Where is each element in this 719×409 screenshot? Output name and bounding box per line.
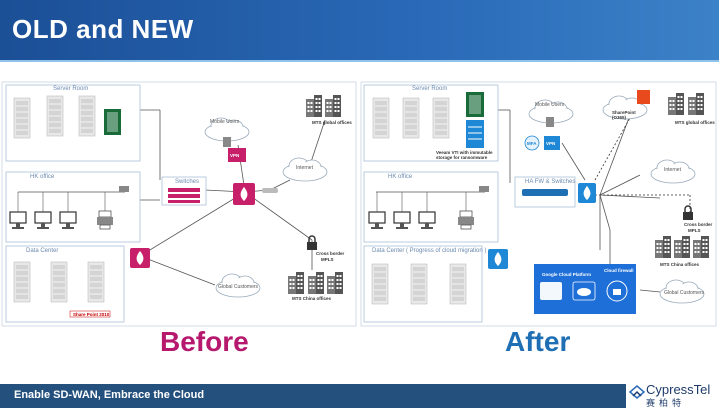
logo-subtext: 赛柏特 [646, 398, 686, 408]
before-data-center-label: Data Center [26, 248, 59, 254]
before-server-room-label: Server Room [53, 86, 89, 92]
sharepoint-label: SharePoint (O365) [612, 110, 636, 120]
after-caption: After [505, 326, 571, 357]
after-data-center-label: Data Center ( Progress of cloud migratio… [372, 248, 487, 254]
footer-text: Enable SD-WAN, Embrace the Cloud [14, 389, 205, 401]
after-internet-label: Internet [664, 167, 681, 173]
veeam-label: Veeam VTI with immutable storage for ran… [436, 150, 493, 160]
title-underline [0, 60, 719, 62]
before-mpls-label: MPLS [321, 257, 334, 262]
after-vpn-icon [544, 136, 560, 150]
logo-text: CypressTel [646, 382, 711, 397]
mfa-label: MFA [527, 141, 537, 146]
before-mobile-users-label: Mobile Users [210, 119, 240, 125]
before-cross-border-label: Cross border [316, 251, 345, 256]
after-mts-global-label: MTS global offices [675, 120, 715, 125]
after-mts-china-label: MTS China offices [660, 262, 700, 267]
before-vpn-icon [228, 148, 246, 162]
title-bar: OLD and NEW [0, 0, 719, 62]
footer-bar: Enable SD-WAN, Embrace the Cloud [0, 384, 719, 408]
before-switches-label: Switches [175, 179, 200, 185]
office365-icon [637, 90, 650, 104]
before-router-icon [119, 186, 129, 192]
after-vpn-label: VPN [546, 141, 556, 146]
mfa-icon [524, 135, 540, 151]
after-mobile-users-label: Mobile Users [535, 102, 565, 108]
google-cloud-label: Google Cloud Platform [542, 272, 591, 277]
before-mts-global-label: MTS global offices [312, 120, 352, 125]
after-hk-office-label: HK office [388, 174, 413, 180]
after-mpls-label: MPLS [688, 228, 701, 233]
after-server-room-label: Server Room [412, 86, 448, 92]
company-logo: CypressTel 赛柏特 [626, 380, 719, 408]
logo-mark-icon [628, 385, 646, 399]
slide-title: OLD and NEW [12, 14, 194, 44]
before-caption: Before [160, 326, 249, 357]
ha-fw-label: HA FW & Switches [525, 179, 576, 185]
cloud-firewall-label: Cloud firewall [604, 268, 634, 273]
veeam-storage-icon [466, 120, 484, 148]
before-hk-office-box [5, 171, 141, 243]
before-internet-label: Internet [296, 165, 313, 171]
after-hk-office-box [363, 171, 499, 243]
after-cross-border-label: Cross border [684, 222, 713, 227]
before-global-customers-label: Global Customers [218, 284, 259, 290]
after-global-customers-label: Global Customers [664, 290, 705, 296]
before-mts-china-label: MTS China offices [292, 296, 332, 301]
before-share-point-label: Share Point 2010 [73, 312, 110, 317]
before-rack-icon [104, 109, 121, 135]
before-vpn-label: VPN [230, 153, 240, 158]
before-hk-office-label: HK office [30, 174, 55, 180]
after-links [498, 109, 661, 293]
